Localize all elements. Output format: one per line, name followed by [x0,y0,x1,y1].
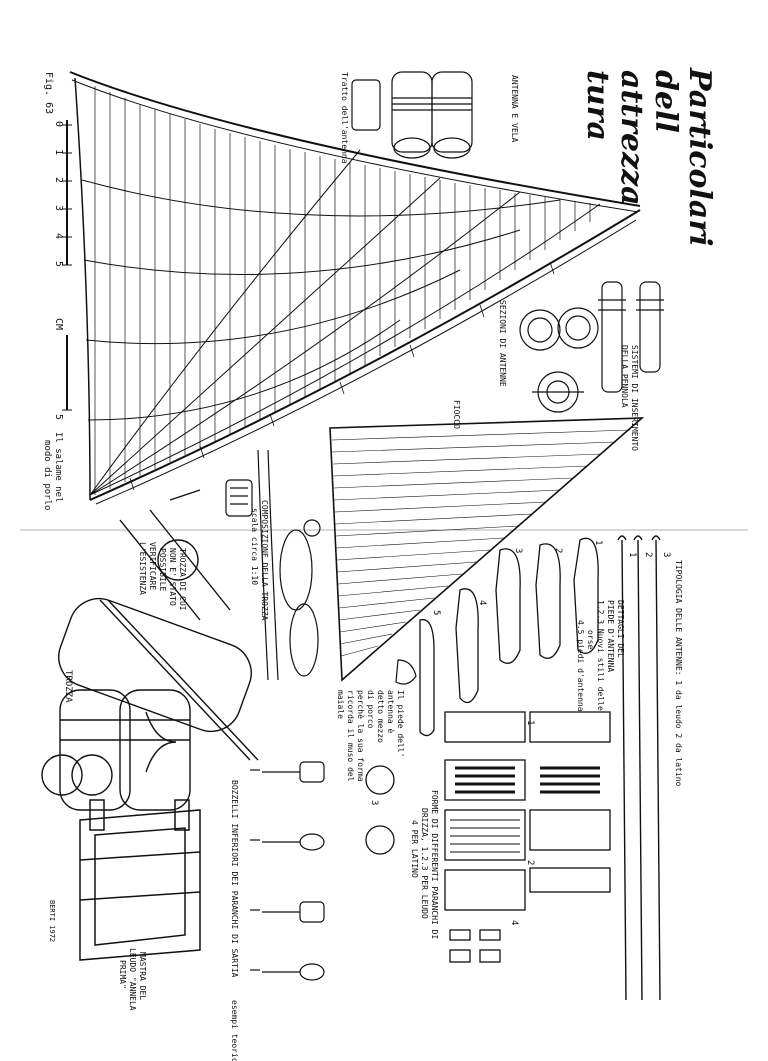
num-piede-4: 4 [477,600,487,605]
title-line-4: tura [580,70,615,141]
label-forme-line2: DRIZZA, 1.2.3 PER LEUDO [420,808,429,919]
pig-head-sketch [395,659,417,685]
yard-section-detail [351,71,473,159]
label-dettagli-line4: orse [586,630,595,649]
scale-tick-4: 4 [53,233,64,239]
num-antenna-1: 1 [627,552,637,557]
label-dettagli-line1: DETTAGLI DEL [616,600,625,658]
mastra-drawing [79,799,201,961]
label-mastra-line3: PRIMA" [118,960,127,989]
scale-tick-end: 5 [53,414,64,420]
label-mastra-line1: MASTRA DEL [138,952,147,1000]
yard-sections-detail [519,307,599,413]
pennola-detail [598,281,664,393]
signature: BERTI 1972 [48,900,56,942]
label-tipologia: TIPOLOGIA DELLE ANTENNE: 1 da leudo 2 da… [674,560,683,787]
label-sezioni-antenne: SEZIONI DI ANTENNE [498,300,507,387]
label-dettagli-line5: 4.5 piedi d'antenna [576,620,585,712]
label-piede-line7: maiale [336,690,345,719]
title-line-1: Particolari [682,67,717,247]
num-piede-3: 3 [513,548,523,553]
label-piede-line6: ricorda il muso del [346,690,355,782]
scale-note-line2: modo di porlo [42,440,52,510]
scale-bar: 0 1 2 3 4 5 CM 5 Il salame nel modo di p… [42,120,72,510]
label-piede-line3: detto mezzo [376,690,385,743]
yard-feet-drawing [419,537,599,737]
trozza-assembly-drawing [41,597,259,811]
num-paranco-4: 4 [509,920,519,925]
num-paranco-3: 3 [369,800,379,805]
scale-unit: CM [53,318,64,330]
label-trozza-note-line3: POSSIBILE [158,548,167,592]
label-sistemi-line2: DELLA PENNOLA [620,345,629,408]
scale-tick-5: 5 [53,261,64,267]
label-piede-line4: di porco [366,690,375,729]
num-paranco-1: 1 [525,720,535,725]
label-trozza-note-line2: NON E' STATO [168,548,177,606]
num-antenna-2: 2 [643,552,653,557]
scale-tick-1: 1 [53,149,64,155]
label-antenna-vela: ANTENNA E VELA [510,75,519,143]
num-antenna-3: 3 [661,552,671,557]
tackle-blocks-drawing [365,711,611,963]
scale-tick-3: 3 [53,205,64,211]
label-piede-line2: antenna è [386,690,396,734]
title-block: Particolari dell attrezza tura [580,67,717,247]
num-piede-1: 1 [593,540,603,545]
num-piede-2: 2 [553,548,563,553]
main-sail-drawing [69,71,641,505]
label-trozza-note-line5: L'ESISTENZA [138,542,147,595]
label-piede-line1: Il piede dell' [396,690,405,757]
yard-types-drawing [617,535,661,1001]
plate-number: Fig. 63 [43,72,54,114]
title-line-2: dell [648,70,683,133]
label-tratto-antenna: Tratto dell'antenna [340,72,349,164]
scale-tick-2: 2 [53,177,64,183]
label-dettagli-line2: PIEDE D'ANTENNA [606,600,615,672]
label-sistemi-line1: SISTEMI DI INSERIMENTO [630,345,639,451]
scale-note-line1: Il salame nel [53,432,63,502]
label-trozza: TROZZA [63,670,73,703]
trozza-composition-drawing [225,449,321,681]
label-fiocco: FIOCCO [452,400,461,429]
jib-drawing [329,417,645,682]
scale-ticks [62,124,72,411]
num-paranco-2: 2 [525,860,535,865]
trozza-perspective-drawing [119,489,231,621]
title-line-3: attrezza [614,70,649,206]
label-trozza-comp-line1: COMPOSIZIONE DELLA TROZZA [260,500,269,621]
lower-blocks-drawing [250,761,325,981]
label-trozza-comp-line2: scala circa 1:10 [250,508,259,585]
label-bozzelli-line1: BOZZELLI INFERIORI DEI PARANCHI DI SARTI… [230,780,239,978]
label-forme-line3: 4 PER LATINO [410,820,419,878]
label-forme-line1: FORME DI DIFFERENTI PARANCHI DI [430,790,439,939]
label-mastra-line2: LEUDO "ANNELA [128,948,137,1011]
num-piede-5: 5 [431,610,441,615]
scale-tick-0: 0 [53,121,64,127]
label-dettagli-line3: 1.2.3 Nuovi stili delle [596,600,605,711]
label-trozza-note-line4: VERIFICARE [148,542,157,590]
label-trozza-note-line1: TROZZA DI CUI [178,548,187,611]
label-bozzelli-line2: esempi teorici [230,1000,239,1061]
label-piede-line5: perchè la sua forma [356,690,366,782]
